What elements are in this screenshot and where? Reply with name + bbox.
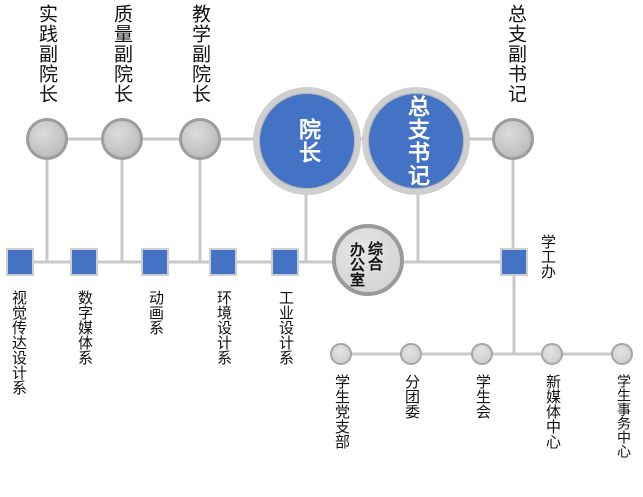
office-label-line1: 综合 (366, 241, 384, 271)
label-deputy-secretary: 总支副书记 (505, 4, 527, 104)
node-dept-environment (209, 248, 237, 276)
label-org-new-media: 新媒体中心 (544, 374, 562, 449)
node-dept-visual (6, 248, 34, 276)
label-org-youth-league: 分团委 (403, 374, 421, 419)
label-vp-quality: 质量副院长 (111, 4, 133, 104)
label-dept-environment: 环境设计系 (215, 290, 233, 365)
label-org-student-services: 学生事务中心 (615, 374, 631, 458)
node-dept-digital-media (70, 248, 98, 276)
node-deputy-secretary (492, 118, 534, 160)
node-student-affairs-office (500, 248, 528, 276)
node-dean: 院长 (253, 87, 361, 195)
dean-label: 院长 (295, 118, 320, 164)
label-org-student-union: 学生会 (474, 374, 492, 419)
label-dept-visual: 视觉传达设计系 (10, 290, 28, 395)
node-dept-animation (141, 248, 169, 276)
node-org-new-media (541, 343, 563, 365)
node-vp-quality (101, 118, 143, 160)
office-label-line2: 办公室 (348, 242, 366, 287)
node-org-student-union (471, 343, 493, 365)
label-dept-industrial: 工业设计系 (277, 290, 295, 365)
node-org-youth-league (400, 343, 422, 365)
label-org-party-branch: 学生党支部 (333, 374, 351, 449)
label-student-affairs-office: 学工办 (539, 234, 557, 279)
label-dept-digital-media: 数字媒体系 (76, 290, 94, 365)
node-party-secretary: 总支书记 (362, 87, 470, 195)
label-vp-practice: 实践副院长 (36, 4, 58, 104)
node-vp-practice (26, 118, 68, 160)
party-secretary-label: 总支书记 (404, 95, 429, 187)
label-dept-animation: 动画系 (147, 290, 165, 335)
node-org-student-services (611, 343, 633, 365)
node-general-office: 综合 办公室 (332, 224, 404, 296)
node-dept-industrial (271, 248, 299, 276)
label-vp-teaching: 教学副院长 (189, 4, 211, 104)
node-org-party-branch (330, 343, 352, 365)
node-vp-teaching (179, 118, 221, 160)
